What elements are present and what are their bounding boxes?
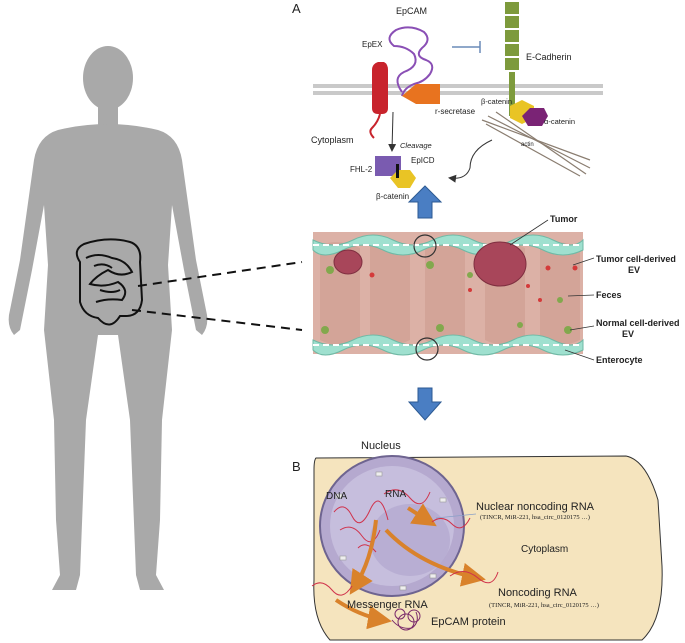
intestine-outline-icon xyxy=(75,238,144,326)
label-dna: DNA xyxy=(326,491,347,502)
ecadherin-protein xyxy=(505,2,519,116)
label-bcatenin-top: β-catenin xyxy=(481,97,512,106)
label-nuclear-ncrna-examples: (TINCR, MiR-221, hsa_circ_0120175 …) xyxy=(480,514,590,521)
human-silhouette-icon xyxy=(8,46,208,590)
label-cytoplasm-b: Cytoplasm xyxy=(521,544,568,555)
connector-line-upper xyxy=(137,261,303,287)
label-tumor-ev-line1: Tumor cell-derived xyxy=(596,254,676,264)
magnifier-circle-bottom-icon xyxy=(415,337,439,361)
secretase-enzyme xyxy=(402,84,440,104)
label-bcatenin-bottom: β-catenin xyxy=(376,192,409,201)
transcription-arrows xyxy=(334,503,486,630)
colon-leader-lines xyxy=(509,219,595,361)
label-ecadherin: E-Cadherin xyxy=(526,52,572,62)
label-nucleus: Nucleus xyxy=(361,440,401,452)
label-acatenin: α-catenin xyxy=(544,117,575,126)
inhibition-symbol xyxy=(452,41,481,53)
up-arrow-icon xyxy=(407,185,443,219)
label-tumor-ev-line2: EV xyxy=(628,265,640,275)
cell-membrane xyxy=(313,84,603,95)
label-epcam: EpCAM xyxy=(396,6,427,16)
epcam-receptor xyxy=(369,62,388,139)
label-mrna: Messenger RNA xyxy=(347,599,428,611)
tumor-small xyxy=(333,249,363,275)
panel-label-a: A xyxy=(292,1,301,16)
label-ncrna: Noncoding RNA xyxy=(498,587,578,599)
label-fhl2: FHL-2 xyxy=(350,165,373,174)
rna-strands xyxy=(383,489,431,505)
label-feces: Feces xyxy=(596,290,622,300)
connector-line-lower xyxy=(131,309,303,331)
cleavage-arrow xyxy=(388,111,397,152)
magnifier-circle-top-icon xyxy=(413,234,437,258)
epcam-protein-cluster xyxy=(391,608,421,631)
label-secretase: r-secretase xyxy=(435,107,476,116)
label-epex: EpEX xyxy=(362,40,383,49)
label-normal-ev-line1: Normal cell-derived xyxy=(596,318,680,328)
label-cleavage: Cleavage xyxy=(400,141,432,150)
label-rna: RNA xyxy=(385,489,406,500)
catenin-translocation-arrow xyxy=(448,139,493,183)
label-cytoplasm-a: Cytoplasm xyxy=(311,135,354,145)
label-normal-ev-line2: EV xyxy=(622,329,634,339)
panel-label-b: B xyxy=(292,459,301,474)
label-actin: actin xyxy=(521,142,534,148)
alpha-catenin xyxy=(522,108,548,126)
nuclear-ncrna-pointer xyxy=(435,513,477,519)
cytoplasm-rna-strands xyxy=(311,517,499,596)
label-epcam-protein: EpCAM protein xyxy=(431,616,506,628)
colon-section xyxy=(312,232,584,361)
label-ncrna-examples: (TINCR, MiR-221, hsa_circ_0120175 …) xyxy=(489,602,599,609)
label-nuclear-ncrna: Nuclear noncoding RNA xyxy=(476,501,595,513)
actin-filaments xyxy=(481,111,591,177)
tumor-large xyxy=(473,241,527,287)
label-enterocyte: Enterocyte xyxy=(596,355,643,365)
label-tumor: Tumor xyxy=(550,214,578,224)
label-epicd: EpICD xyxy=(411,156,435,165)
down-arrow-icon xyxy=(407,387,443,421)
epcam-extracellular-loop xyxy=(388,26,434,97)
nucleus xyxy=(319,455,465,597)
epicd-complex xyxy=(375,156,416,188)
